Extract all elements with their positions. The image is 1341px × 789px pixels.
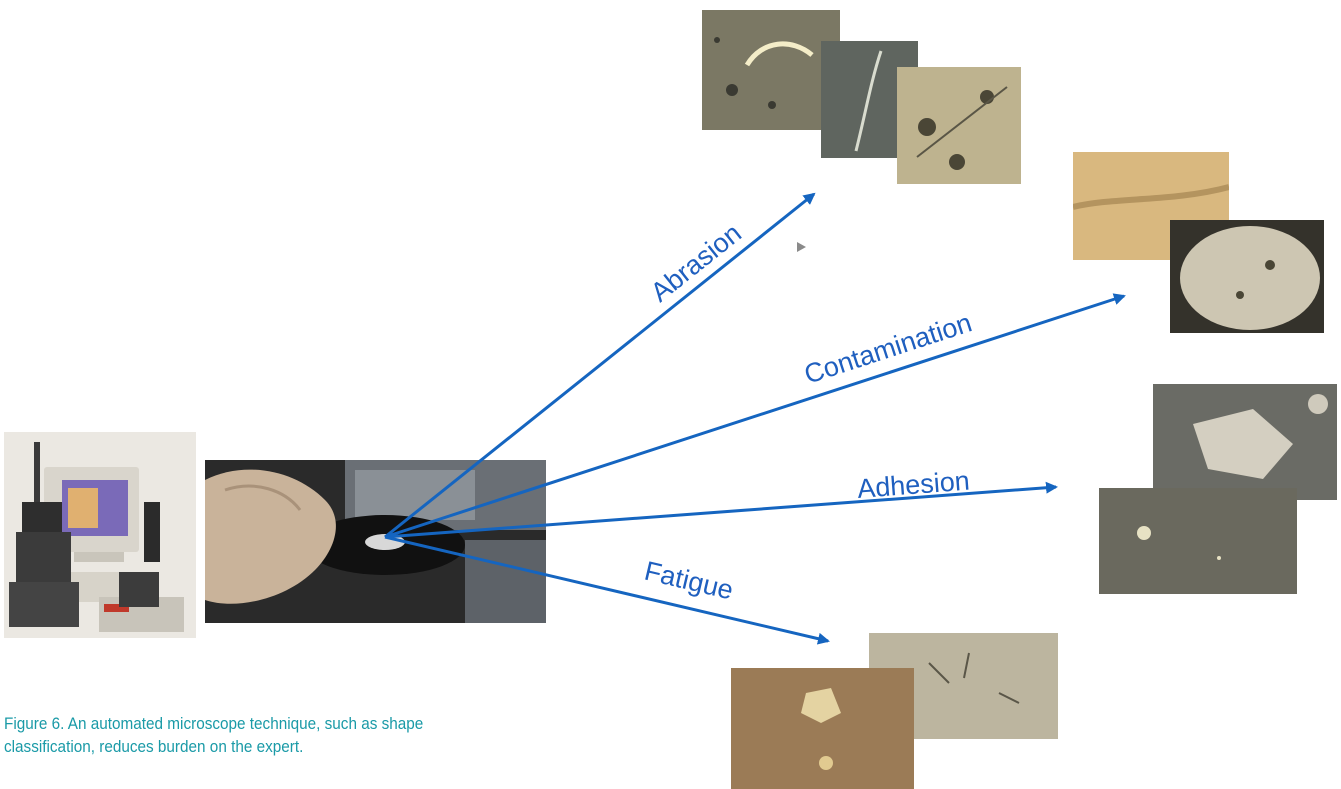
contamination-arrow (384, 293, 1126, 539)
adhesion-micrograph-2 (1099, 488, 1297, 594)
abrasion-micrograph-3 (897, 67, 1021, 184)
small-triangle-icon (797, 242, 806, 252)
adhesion-arrow (384, 481, 1058, 539)
adhesion-micrograph-1 (1153, 384, 1337, 500)
caption-line-2: classification, reduces burden on the ex… (4, 737, 304, 756)
abrasion-micrograph-1 (702, 10, 840, 130)
slide-handling-photo (205, 460, 546, 623)
abrasion-label: Abrasion (645, 218, 747, 308)
fatigue-label: Fatigue (642, 556, 737, 606)
microscope-system-photo (4, 432, 196, 638)
caption-line-1: Figure 6. An automated microscope techni… (4, 714, 424, 733)
fatigue-micrograph-2 (731, 668, 914, 789)
adhesion-label: Adhesion (856, 466, 971, 504)
contamination-micrograph-2 (1170, 220, 1324, 333)
contamination-micrograph-1 (1073, 152, 1229, 260)
fatigue-arrow (384, 535, 830, 645)
abrasion-arrow (384, 192, 816, 539)
figure-caption: Figure 6. An automated microscope techni… (4, 712, 508, 758)
contamination-label: Contamination (801, 307, 976, 389)
